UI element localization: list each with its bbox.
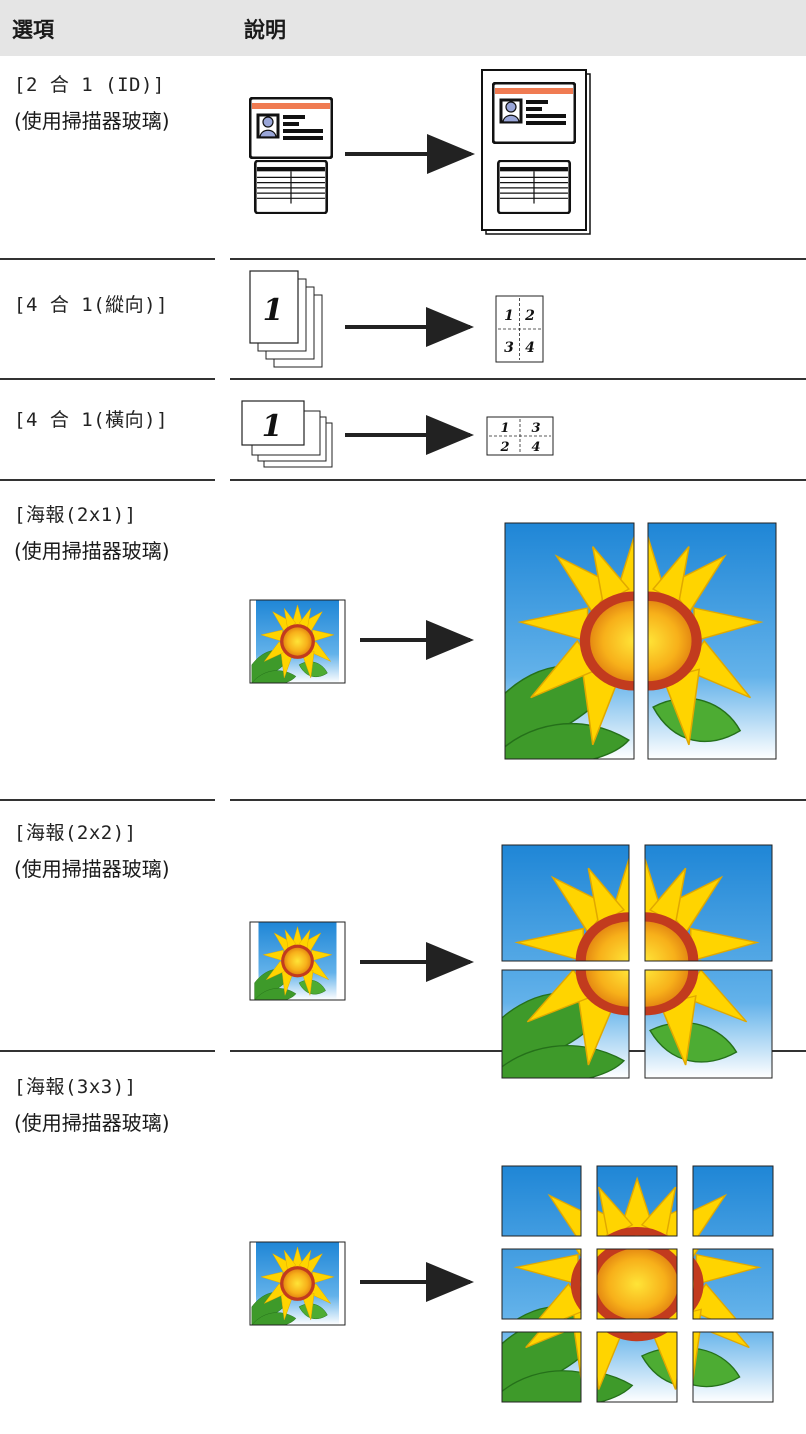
option-note: (使用掃描器玻璃) xyxy=(14,539,170,563)
4in1-landscape-illustration: 1 1 3 2 4 xyxy=(241,400,554,468)
row-divider xyxy=(230,258,806,260)
poster-2x1-illustration xyxy=(249,522,777,760)
table-row-option: [海報(2x1)] (使用掃描器玻璃) xyxy=(14,500,170,564)
table-row-option: [海報(3x3)] (使用掃描器玻璃) xyxy=(14,1072,170,1136)
option-label: [海報(3x3)] xyxy=(14,1076,137,1098)
row-divider xyxy=(0,258,215,260)
svg-text:2: 2 xyxy=(499,440,509,455)
svg-text:1: 1 xyxy=(500,421,509,436)
option-label: [海報(2x2)] xyxy=(14,822,137,844)
column-header-description: 說明 xyxy=(244,18,286,42)
svg-text:1: 1 xyxy=(262,409,283,444)
poster-3x3-illustration xyxy=(249,1165,774,1403)
row-divider xyxy=(0,479,215,481)
svg-text:4: 4 xyxy=(531,440,540,455)
row-divider xyxy=(230,479,806,481)
table-row-option: [海報(2x2)] (使用掃描器玻璃) xyxy=(14,818,170,882)
svg-text:2: 2 xyxy=(524,308,535,324)
column-header-option: 選項 xyxy=(12,18,54,42)
table-row-option: [4 合 1(橫向)] xyxy=(14,405,168,432)
svg-text:1: 1 xyxy=(504,308,514,324)
row-divider xyxy=(230,799,806,801)
table-header: 選項 說明 xyxy=(0,0,806,56)
option-label: [2 合 1 (ID)] xyxy=(14,74,165,96)
option-label: [4 合 1(縱向)] xyxy=(14,294,169,316)
row-divider xyxy=(0,378,215,380)
option-note: (使用掃描器玻璃) xyxy=(14,1111,170,1135)
table-row-option: [2 合 1 (ID)] (使用掃描器玻璃) xyxy=(14,70,170,134)
svg-text:3: 3 xyxy=(531,421,540,436)
row-divider xyxy=(0,799,215,801)
row-divider xyxy=(230,378,806,380)
svg-text:1: 1 xyxy=(263,293,284,328)
id-copy-illustration xyxy=(249,69,591,235)
4in1-portrait-illustration: 1 1 2 3 4 xyxy=(249,270,544,368)
option-note: (使用掃描器玻璃) xyxy=(14,109,170,133)
table-row-option: [4 合 1(縱向)] xyxy=(14,290,168,317)
row-divider xyxy=(0,1050,215,1052)
svg-text:4: 4 xyxy=(525,340,535,356)
option-label: [4 合 1(橫向)] xyxy=(14,409,169,431)
svg-text:3: 3 xyxy=(504,340,514,356)
option-note: (使用掃描器玻璃) xyxy=(14,857,170,881)
poster-2x2-illustration xyxy=(249,844,773,1079)
option-label: [海報(2x1)] xyxy=(14,504,137,526)
